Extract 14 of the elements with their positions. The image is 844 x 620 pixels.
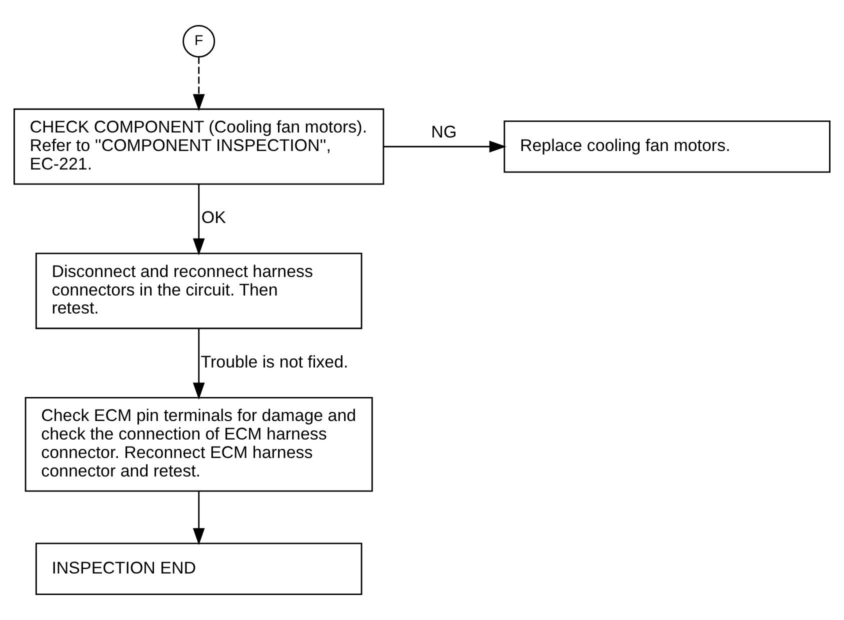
arrow (384, 140, 506, 153)
node-circle: F (182, 24, 216, 58)
edge-label: NG (431, 122, 457, 142)
edge-label: Trouble is not fixed. (200, 352, 348, 372)
node-box: INSPECTION END (35, 542, 362, 596)
edge-label: OK (201, 208, 226, 228)
arrow (192, 184, 205, 256)
node-box: CHECK COMPONENT (Cooling fan motors). Refer to ''COMPONENT INSPECTION'', EC-221. (14, 108, 384, 185)
arrow (192, 491, 205, 546)
node-box: Replace cooling fan motors. (504, 120, 830, 173)
arrow (192, 56, 205, 112)
node-box: Check ECM pin terminals for damage and check the connection of ECM harness connector. Reconnect ECM harness connector and retest. (24, 397, 373, 492)
arrow (192, 328, 205, 400)
node-box: Disconnect and reconnect harness connectors in the circuit. Then retest. (35, 252, 362, 330)
